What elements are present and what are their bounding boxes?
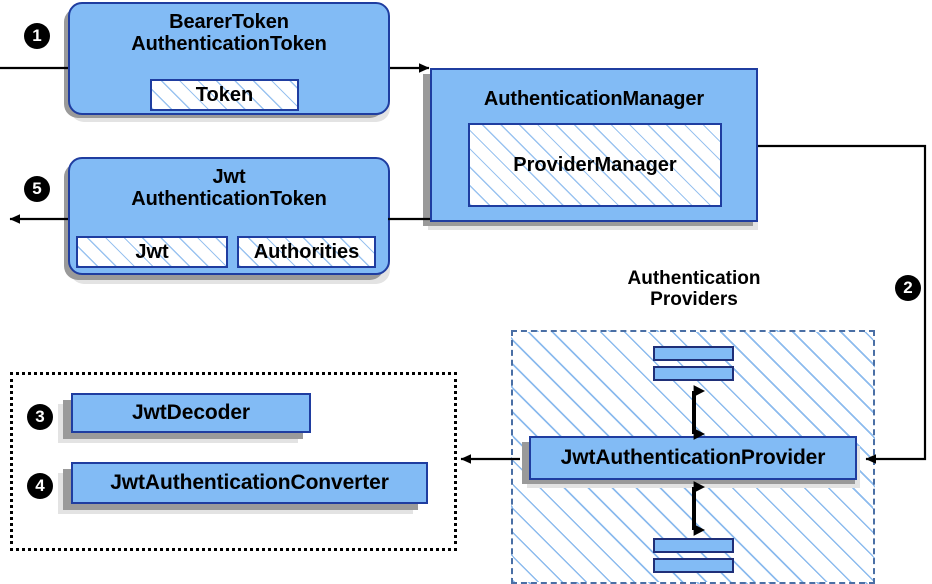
provider-stub-bar-top-1 <box>653 346 734 361</box>
step-marker-4: 4 <box>27 473 53 499</box>
provider-stub-bar-bottom-1 <box>653 538 734 553</box>
jwt-authentication-provider-title: JwtAuthenticationProvider <box>560 446 826 470</box>
provider-manager-label: ProviderManager <box>513 153 677 176</box>
step-marker-2-number: 2 <box>903 278 913 297</box>
step-marker-4-number: 4 <box>35 476 45 495</box>
bearer-token-title-line2: AuthenticationToken <box>131 33 327 56</box>
jwt-token-title: Jwt AuthenticationToken <box>70 166 388 211</box>
jwt-token-title-line2: AuthenticationToken <box>131 188 327 211</box>
jwt-token-inner-authorities-label: Authorities <box>253 240 360 263</box>
jwt-decoder-title: JwtDecoder <box>131 401 251 425</box>
provider-stub-bar-top-2 <box>653 366 734 381</box>
step-marker-3-number: 3 <box>35 407 45 426</box>
step-marker-1: 1 <box>24 23 50 49</box>
bearer-token-inner-token: Token <box>150 79 299 111</box>
authentication-providers-label: Authentication Providers <box>588 268 800 311</box>
bearer-token-title: BearerToken AuthenticationToken <box>70 11 388 56</box>
authentication-manager-title: AuthenticationManager <box>483 88 705 110</box>
jwt-token-inner-jwt: Jwt <box>76 236 228 268</box>
step-marker-3: 3 <box>27 404 53 430</box>
step-marker-5-number: 5 <box>32 179 42 198</box>
step-marker-2: 2 <box>895 275 921 301</box>
authentication-providers-label-line2: Providers <box>650 289 738 311</box>
provider-stub-bar-bottom-2 <box>653 558 734 573</box>
authentication-manager-inner-provider-manager: ProviderManager <box>468 123 722 207</box>
bearer-token-title-line1: BearerToken <box>169 11 289 33</box>
step-marker-5: 5 <box>24 176 50 202</box>
authentication-providers-label-line1: Authentication <box>627 268 761 289</box>
jwt-authentication-provider-node[interactable]: JwtAuthenticationProvider <box>529 436 857 480</box>
bearer-token-inner-token-label: Token <box>195 83 254 106</box>
support-components-group <box>10 372 457 551</box>
jwt-authentication-converter-node[interactable]: JwtAuthenticationConverter <box>71 462 428 504</box>
step-marker-1-number: 1 <box>32 26 42 45</box>
jwt-authentication-converter-title: JwtAuthenticationConverter <box>110 471 389 495</box>
jwt-token-inner-jwt-label: Jwt <box>135 240 169 263</box>
jwt-token-title-line1: Jwt <box>212 166 246 188</box>
jwt-token-inner-authorities: Authorities <box>237 236 376 268</box>
jwt-decoder-node[interactable]: JwtDecoder <box>71 393 311 433</box>
